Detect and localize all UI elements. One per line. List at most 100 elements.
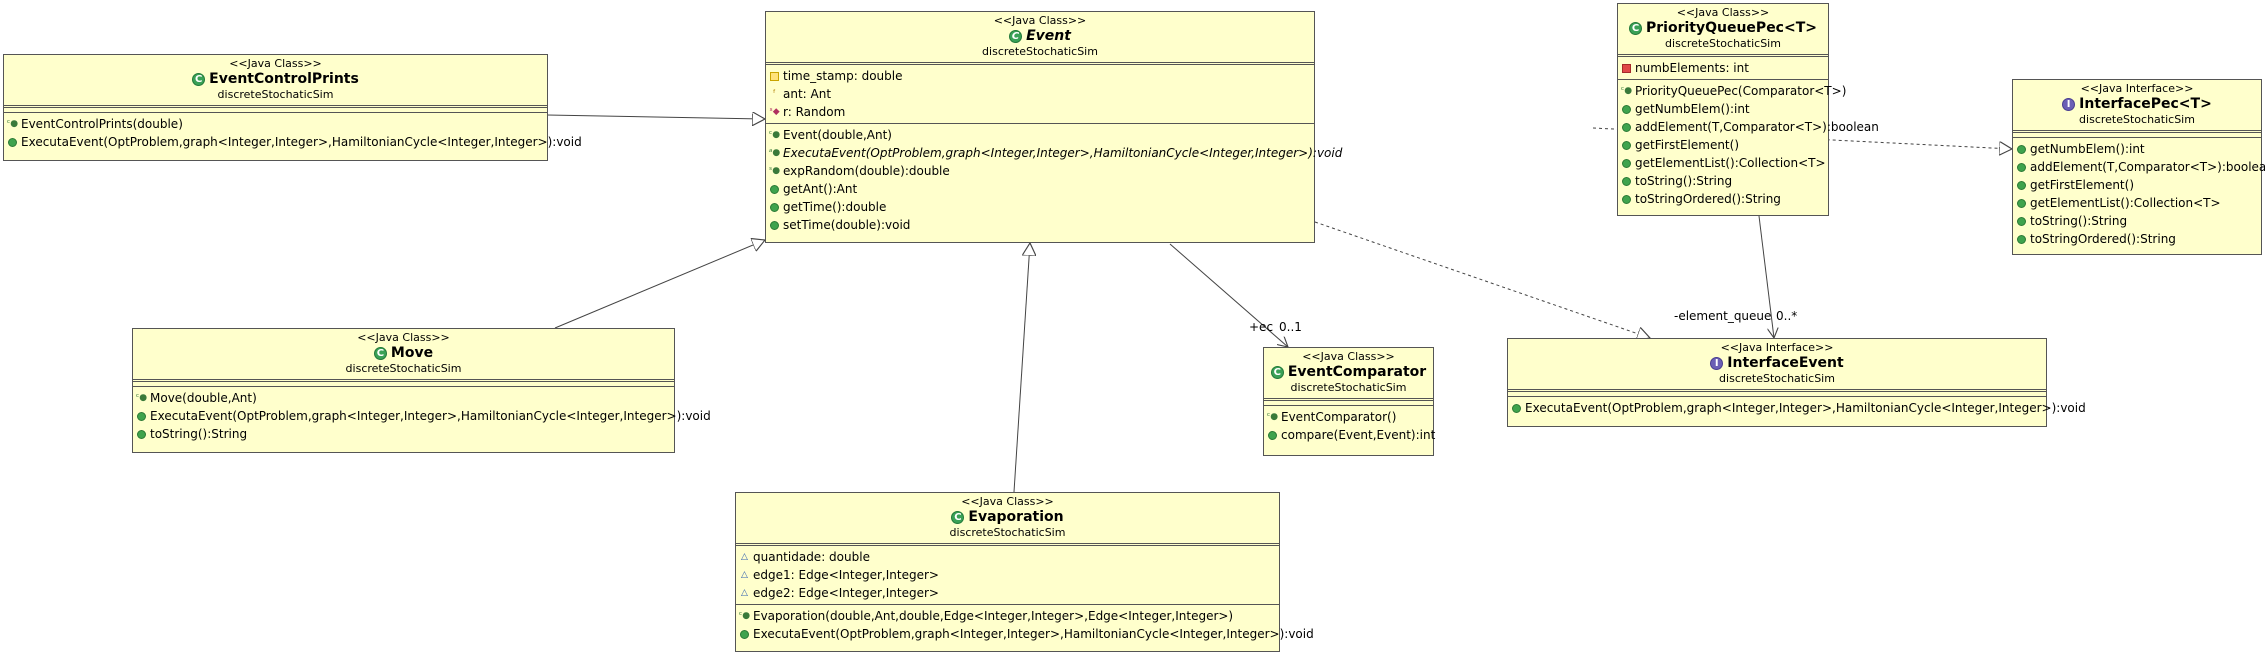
method-row[interactable]: getFirstElement() [2013,176,2261,194]
public-method-icon [2017,162,2026,172]
package-label: discreteStochaticSim [1290,381,1407,394]
method-row[interactable]: compare(Event,Event):int [1264,426,1435,444]
public-method-icon [1622,176,1631,186]
stereotype-label: <<Java Class>> [961,495,1054,508]
method-row[interactable]: ExecutaEvent(OptProblem,graph<Integer,In… [4,133,582,151]
method-row[interactable]: ᶜ●Event(double,Ant) [768,128,892,142]
method-row[interactable]: toString():String [1618,172,1828,190]
fields-section [1264,398,1433,405]
field-row[interactable]: △edge1: Edge<Integer,Integer> [741,568,939,582]
final-field-icon: ᶠ [773,89,776,99]
public-method-icon [1622,194,1631,204]
public-method-icon [137,411,146,421]
method-row[interactable]: ExecutaEvent(OptProblem,graph<Integer,In… [736,625,1314,643]
public-method-icon [1622,158,1631,168]
class-name: EventControlPrints [209,71,359,87]
element-queue-multiplicity-label: 0..* [1776,309,1798,323]
method-row[interactable]: ᶜ●EventControlPrints(double) [6,117,183,131]
methods-section: ᶜ●Evaporation(double,Ant,double,Edge<Int… [736,604,1314,645]
method-row[interactable]: addElement(T,Comparator<T>):boolean [1618,118,1879,136]
method-row[interactable]: getElementList():Collection<T> [1618,154,1828,172]
field-row[interactable]: numbElements: int [1618,59,1828,77]
edge-pqpec-element-queue-interfaceevent [1758,215,1774,338]
package-label: discreteStochaticSim [2079,113,2195,126]
public-method-icon [1622,140,1631,150]
method-row[interactable]: ᵃ●ExecutaEvent(OptProblem,graph<Integer,… [768,146,1343,160]
private-field-icon [1622,63,1631,73]
method-row[interactable]: toString():String [133,425,674,443]
edge-move-extends-event [554,240,765,329]
methods-section: ᶜ●EventControlPrints(double) ExecutaEven… [4,112,582,153]
methods-section: ᶜ●PriorityQueuePec(Comparator<T>) getNum… [1618,79,1879,210]
class-name: Evaporation [968,509,1064,525]
method-row[interactable]: getElementList():Collection<T> [2013,194,2261,212]
package-field-icon: △ [741,552,748,562]
methods-section: ᶜ●Event(double,Ant) ᵃ●ExecutaEvent(OptPr… [766,123,1343,236]
public-method-icon [740,629,749,639]
method-row[interactable]: setTime(double):void [766,216,1314,234]
method-row[interactable]: addElement(T,Comparator<T>):boolean [2013,158,2265,176]
package-field-icon: △ [741,588,748,598]
method-row[interactable]: ExecutaEvent(OptProblem,graph<Integer,In… [133,407,711,425]
fields-section [1508,389,2046,396]
stereotype-label: <<Java Class>> [357,331,450,344]
method-row[interactable]: ˢ●expRandom(double):double [768,164,950,178]
stereotype-label: <<Java Class>> [229,57,322,70]
field-row[interactable]: △quantidade: double [741,550,870,564]
public-method-icon [2017,216,2026,226]
method-row[interactable]: getNumbElem():int [1618,100,1828,118]
class-icon: C [1270,366,1284,379]
interface-name: InterfaceEvent [1727,355,1844,371]
field-row[interactable]: time_stamp: double [766,67,1314,85]
abstract-class-icon: C [1009,30,1023,43]
field-row[interactable]: △edge2: Edge<Integer,Integer> [741,586,939,600]
method-row[interactable]: ExecutaEvent(OptProblem,graph<Integer,In… [1508,399,2086,417]
method-row[interactable]: toStringOrdered():String [2013,230,2261,248]
class-icon: C [951,511,965,524]
class-name: Event [1026,28,1071,44]
methods-section: getNumbElem():int addElement(T,Comparato… [2013,137,2265,250]
class-icon: C [1629,22,1642,35]
method-row[interactable]: getTime():double [766,198,1314,216]
method-row[interactable]: ᶜ●PriorityQueuePec(Comparator<T>) [1620,84,1847,98]
edge-eventcontrolprints-extends-event [546,115,765,119]
public-method-icon [2017,180,2026,190]
package-field-icon: △ [741,570,748,580]
edge-event-implements-interfaceevent [1314,221,1650,338]
method-row[interactable]: ᶜ●Evaporation(double,Ant,double,Edge<Int… [738,609,1234,623]
field-row[interactable]: ˢ◆r: Random [769,105,846,119]
package-label: discreteStochaticSim [1665,37,1781,50]
method-row[interactable]: toStringOrdered():String [1618,190,1828,208]
package-label: discreteStochaticSim [345,362,462,375]
abstract-method-icon: ᵃ● [768,148,781,158]
method-row[interactable]: ᶜ●Move(double,Ant) [135,391,257,405]
method-row[interactable]: getFirstElement() [1618,136,1828,154]
static-method-icon: ˢ● [768,166,781,176]
method-row[interactable]: toString():String [2013,212,2261,230]
methods-section: ExecutaEvent(OptProblem,graph<Integer,In… [1508,396,2086,419]
static-field-icon: ˢ◆ [769,107,780,117]
stereotype-label: <<Java Class>> [1676,6,1770,19]
interface-icon: I [1710,357,1724,370]
stereotype-label: <<Java Interface>> [1720,341,1834,354]
method-row[interactable]: getNumbElem():int [2013,140,2261,158]
constructor-icon: ᶜ● [768,130,781,140]
method-row[interactable]: ᶜ●EventComparator() [1266,410,1397,424]
element-queue-role-label: -element_queue [1674,309,1772,323]
public-method-icon [770,202,779,212]
package-label: discreteStochaticSim [1719,372,1835,385]
method-row[interactable]: getAnt():Ant [766,180,1314,198]
public-method-icon [1622,122,1631,132]
ec-role-label: +ec [1249,320,1274,334]
